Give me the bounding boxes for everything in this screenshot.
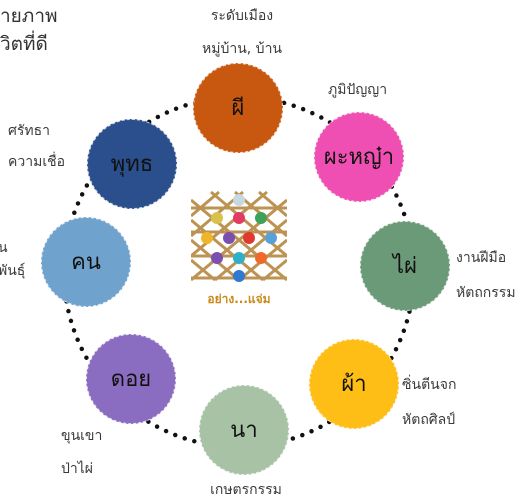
page-heading: ายภาพ วิตที่ดี [0,2,58,58]
caption-phai-line-2: หัตถกรรม [456,285,516,301]
caption-phak: ภูมิปัญญา [328,78,387,103]
node-phak-label: ผะหญ๋า [323,144,395,170]
node-na: นา [199,385,289,475]
caption-khon-line-1: น [0,240,8,256]
node-phut: พุทธ [87,119,177,209]
caption-khon: น พันธุ์ [0,236,25,284]
node-na-label: นา [230,417,258,443]
node-phi-label: ผี [231,95,245,121]
heading-line-2: วิตที่ดี [0,33,48,55]
caption-phi-line-1: ระดับเมือง [210,8,274,24]
node-khon: คน [41,217,131,307]
woven-pattern-icon [190,188,288,288]
node-phut-label: พุทธ [110,151,154,177]
node-pha: ผ้า [309,339,399,429]
heading-line-1: ายภาพ [0,5,58,27]
caption-phai: งานฝีมือ หัตถกรรม [456,246,516,306]
logo-text: อย่าง...แจ่ม [207,292,271,306]
caption-phai-line-1: งานฝีมือ [456,250,507,266]
caption-pha-line-2: หัตถศิลป์ [402,412,456,428]
caption-phut-line-1: ศรัทธา [8,123,51,139]
caption-pha-line-1: ซิ่นตีนจก [402,377,457,393]
caption-doi-line-1: ขุนเขา [61,428,103,444]
node-phak: ผะหญ๋า [314,112,404,202]
caption-phi-line-2: หมู่บ้าน, บ้าน [202,41,282,57]
caption-phut-line-2: ความเชื่อ [8,154,66,170]
caption-doi-line-2: ป่าไผ่ [61,461,93,477]
caption-khon-line-2: พันธุ์ [0,263,26,279]
node-khon-label: คน [71,249,101,275]
caption-doi: ขุนเขา ป่าไผ่ [61,424,102,482]
caption-phak-line-1: ภูมิปัญญา [328,82,388,98]
node-doi-label: ดอย [110,366,152,392]
node-phai: ไผ่ [360,221,450,311]
caption-phut: ศรัทธา ความเชื่อ [8,119,65,175]
node-phi: ผี [193,63,283,153]
node-doi: ดอย [86,334,176,424]
node-pha-label: ผ้า [341,371,367,397]
caption-pha: ซิ่นตีนจก หัตถศิลป์ [402,373,456,433]
node-phai-label: ไผ่ [393,253,417,279]
caption-na: เกษตรกรรม [198,478,294,503]
caption-phi: ระดับเมือง หมู่บ้าน, บ้าน [194,4,290,62]
caption-na-line-1: เกษตรกรรม [210,482,282,498]
center-logo: อย่าง...แจ่ม [190,188,288,308]
